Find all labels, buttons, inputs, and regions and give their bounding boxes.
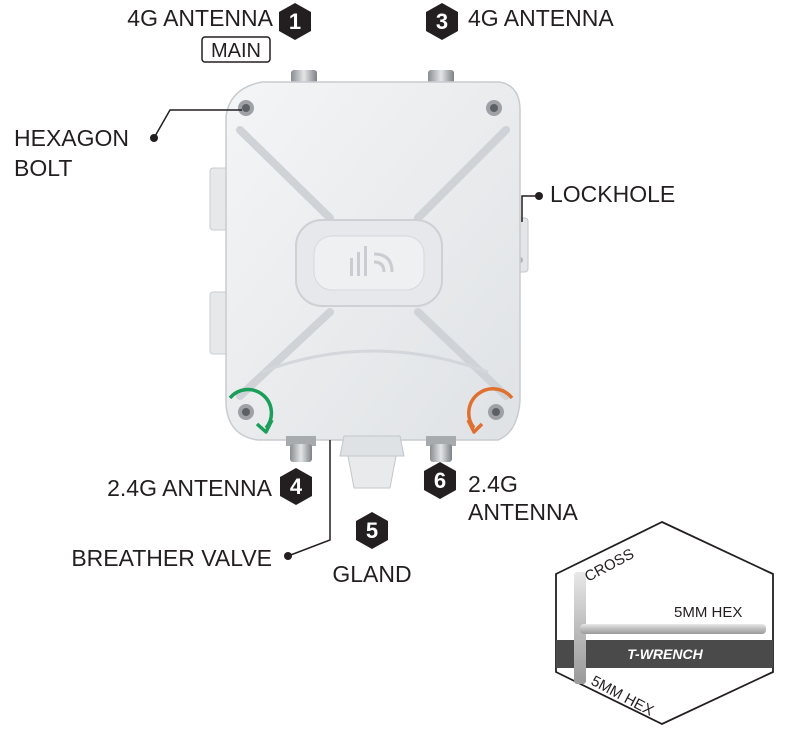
lockhole-dot bbox=[535, 192, 543, 200]
svg-text:4: 4 bbox=[290, 474, 303, 499]
bolt-top-right bbox=[486, 100, 502, 116]
bottom-antenna-connector-left bbox=[286, 436, 316, 462]
callout-1-label: 4G ANTENNA bbox=[127, 5, 273, 31]
bottom-antenna-connector-right bbox=[426, 436, 456, 462]
callout-3-badge: 3 bbox=[426, 3, 458, 40]
bolt-bottom-left bbox=[238, 404, 254, 420]
callout-5-label: GLAND bbox=[332, 561, 411, 587]
wifi-logo bbox=[350, 246, 394, 276]
bolt-top-left bbox=[238, 100, 254, 116]
callout-6-label-line2: ANTENNA bbox=[468, 499, 579, 525]
t-wrench-inset: T-WRENCH CROSS 5MM HEX 5MM HEX bbox=[555, 521, 774, 725]
breather-valve-dot bbox=[284, 552, 292, 560]
t-wrench-handle bbox=[580, 624, 766, 634]
svg-text:1: 1 bbox=[289, 9, 301, 34]
callout-3-label: 4G ANTENNA bbox=[468, 5, 614, 31]
callout-6-badge: 6 bbox=[424, 462, 456, 499]
callout-4-label: 2.4G ANTENNA bbox=[107, 475, 273, 501]
lockhole-label: LOCKHOLE bbox=[550, 181, 675, 207]
callout-4-badge: 4 bbox=[280, 468, 312, 505]
svg-text:3: 3 bbox=[436, 9, 448, 34]
t-wrench-label: T-WRENCH bbox=[627, 646, 703, 662]
bolt-bottom-right bbox=[488, 404, 504, 420]
main-tag-box bbox=[201, 36, 271, 63]
hex-top-label: 5MM HEX bbox=[674, 604, 742, 621]
svg-text:5: 5 bbox=[366, 518, 378, 543]
hexagon-bolt-label-line2: BOLT bbox=[14, 155, 72, 181]
cable-gland bbox=[339, 435, 405, 489]
main-tag: MAIN bbox=[211, 40, 261, 62]
callout-5-badge: 5 bbox=[356, 512, 388, 549]
callout-6-label-line1: 2.4G bbox=[468, 471, 518, 497]
hexagon-bolt-dot bbox=[150, 134, 158, 142]
callout-1-badge: 1 bbox=[279, 3, 311, 40]
hexagon-bolt-label-line1: HEXAGON bbox=[14, 125, 129, 151]
breather-valve-label: BREATHER VALVE bbox=[71, 545, 272, 571]
tighten-arrow-left-icon bbox=[228, 387, 274, 434]
tighten-arrow-right-icon bbox=[466, 387, 514, 434]
leader-lines bbox=[153, 109, 539, 557]
svg-text:6: 6 bbox=[434, 468, 446, 493]
t-wrench-band bbox=[556, 640, 773, 668]
